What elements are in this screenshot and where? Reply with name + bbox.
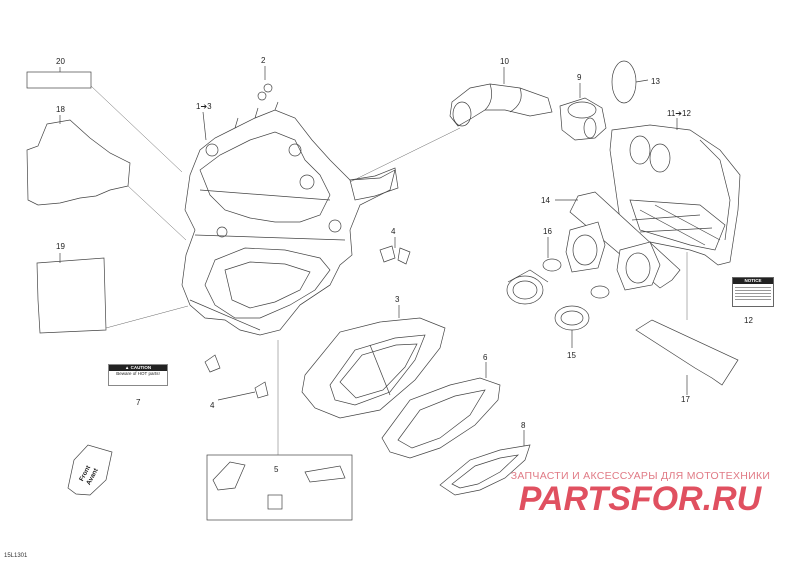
part-coupler-rings [506,269,549,305]
sheet-code: 15L1301 [4,553,28,559]
part-16-clamp-a [542,258,562,272]
front-arrow [67,444,113,496]
notice-label: NOTICE [732,277,774,307]
callout-numbers: 20 18 19 2 1➔3 10 9 13 11➔12 14 16 4 3 1… [56,56,753,474]
callout-5: 5 [274,465,279,474]
callout-13: 13 [651,77,660,86]
part-19-sheet [36,257,107,334]
callout-18: 18 [56,105,65,114]
notice-header: NOTICE [733,278,773,284]
part-6-filter-element [381,377,501,459]
callout-19: 19 [56,242,65,251]
part-18-sheet [26,119,131,206]
callout-9: 9 [577,73,582,82]
callout-15: 15 [567,351,576,360]
callout-20: 20 [56,57,65,66]
caution-body: Beware of HOT parts! [116,371,160,376]
part-14-mount-plate [565,191,681,291]
caution-label: ▲ CAUTION Beware of HOT parts! [108,364,168,386]
part-5-clips [212,461,346,510]
callout-1-3: 1➔3 [196,102,212,111]
callout-7: 7 [136,398,141,407]
part-11-12-filter-housing [609,124,741,266]
part-15-ring [554,305,590,331]
callout-10: 10 [500,57,509,66]
caution-header: ▲ CAUTION [109,365,167,371]
part-10-intake-hose [449,83,553,127]
part-9-adapter [559,97,607,141]
watermark-logo: PARTSFOR.RU [519,480,763,518]
callout-14: 14 [541,196,550,205]
callout-6: 6 [483,353,488,362]
callout-17: 17 [681,395,690,404]
part-20-strip [26,71,92,89]
part-8-gasket [439,444,531,496]
callout-8: 8 [521,421,526,430]
watermark-tagline: ЗАПЧАСТИ И АКСЕССУАРЫ ДЛЯ МОТОТЕХНИКИ [510,470,771,482]
watermark-logo-text: PARTSFOR.RU [519,480,763,518]
watermark: ЗАПЧАСТИ И АКСЕССУАРЫ ДЛЯ МОТОТЕХНИКИ PA… [488,470,793,520]
callout-4-upper: 4 [391,227,396,236]
callout-11-12: 11➔12 [667,109,691,118]
part-3-filter-frame [301,317,446,419]
part-17-strip [635,319,739,386]
callout-16: 16 [543,227,552,236]
callout-3: 3 [395,295,400,304]
callout-2: 2 [261,56,266,65]
part-5-box [206,454,353,521]
part-4-clips-lower [204,354,269,399]
part-16-clamp-b [590,285,610,299]
callout-4-lower: 4 [210,401,215,410]
airbox-housing [181,83,399,336]
part-4-clips-upper [379,245,411,265]
part-13-o-ring [611,60,637,104]
callout-12: 12 [744,316,753,325]
